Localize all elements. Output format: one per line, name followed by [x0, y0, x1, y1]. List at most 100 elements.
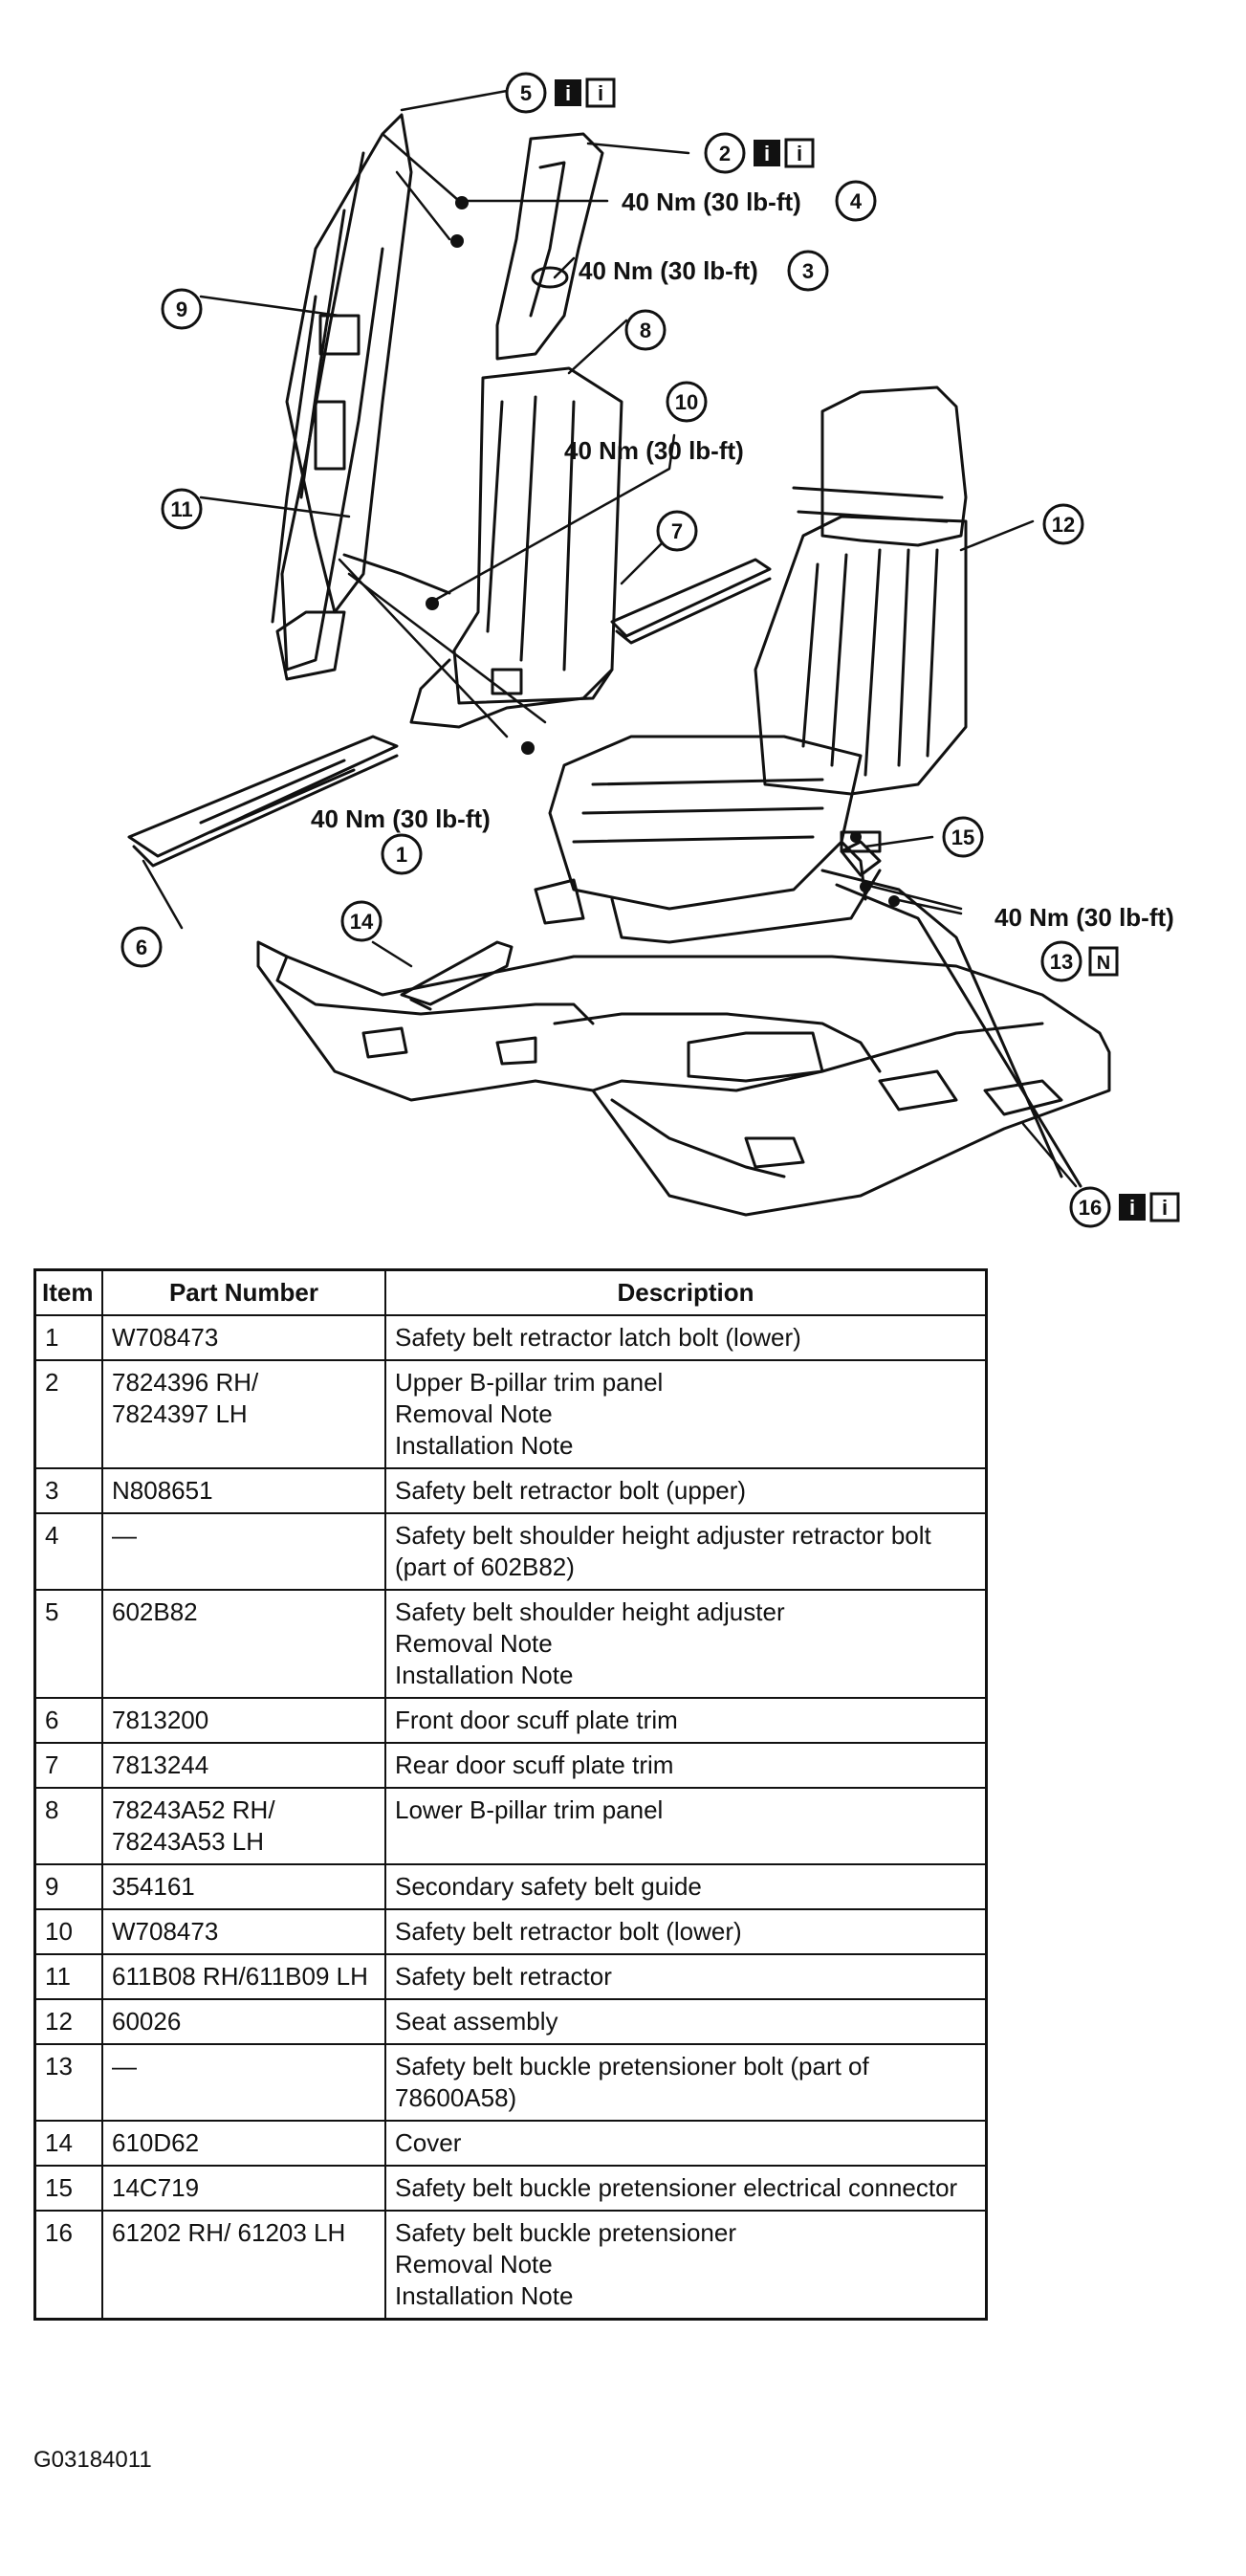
description-cell-line: Safety belt retractor bolt (lower)	[395, 1917, 742, 1946]
part-number-cell: 602B82	[101, 1589, 386, 1699]
callout-10-number: 10	[675, 390, 698, 414]
column-header-description: Description	[384, 1268, 988, 1316]
description-cell: Secondary safety belt guide	[384, 1863, 988, 1910]
part-number-cell: N808651	[101, 1467, 386, 1514]
description-cell-line: Rear door scuff plate trim	[395, 1750, 674, 1779]
description-cell: Seat assembly	[384, 1998, 988, 2045]
part-number-cell: 7813200	[101, 1697, 386, 1744]
callout-8-number: 8	[640, 319, 651, 342]
item-cell: 16	[33, 2210, 103, 2321]
torque-label-10: 40 Nm (30 lb-ft)	[564, 436, 744, 465]
description-cell-line: Lower B-pillar trim panel	[395, 1795, 664, 1824]
part-number-cell: —	[101, 1512, 386, 1591]
part-number-cell-line: W708473	[112, 1917, 219, 1946]
description-cell: Safety belt retractor bolt (lower)	[384, 1908, 988, 1955]
description-cell-line: Safety belt shoulder height adjuster ret…	[395, 1521, 938, 1581]
callout-14-number: 14	[350, 910, 374, 934]
column-header-part-number: Part Number	[101, 1268, 386, 1316]
part-number-cell-line: 354161	[112, 1872, 195, 1901]
table-row: 6 7813200 Front door scuff plate trim	[33, 1697, 988, 1744]
description-cell-line: Removal Note	[395, 1399, 553, 1428]
item-cell: 13	[33, 2043, 103, 2122]
description-cell: Safety belt retractor	[384, 1953, 988, 2000]
lower-b-pillar-trim-panel	[409, 366, 623, 729]
description-cell: Safety belt buckle pretensioner electric…	[384, 2165, 988, 2212]
part-number-cell: 60026	[101, 1998, 386, 2045]
description-cell-line: Safety belt retractor bolt (upper)	[395, 1476, 747, 1505]
part-number-cell: 7824396 RH/7824397 LH	[101, 1359, 386, 1469]
part-number-cell-line: 7813200	[112, 1706, 209, 1734]
callout-16-number: 16	[1079, 1196, 1102, 1220]
part-number-cell-line: 7824397 LH	[112, 1399, 248, 1428]
part-number-cell-line: 78243A53 LH	[112, 1827, 265, 1856]
installation-info-icon: i	[598, 81, 603, 105]
part-number-cell-line: 610D62	[112, 2128, 200, 2157]
description-cell: Lower B-pillar trim panel	[384, 1787, 988, 1865]
note-icon: N	[1097, 953, 1110, 974]
part-number-cell-line: 611B08 RH/611B09 LH	[112, 1962, 368, 1991]
torque-label-4: 40 Nm (30 lb-ft)	[622, 187, 801, 216]
callout-12-number: 12	[1052, 513, 1075, 537]
buckle-pretensioner	[820, 830, 1082, 1188]
callout-4-number: 4	[850, 189, 863, 213]
part-number-cell-line: 60026	[112, 2007, 182, 2036]
info-badges-2: i i	[754, 138, 815, 168]
description-cell: Safety belt retractor latch bolt (lower)	[384, 1314, 988, 1361]
description-cell: Cover	[384, 2120, 988, 2167]
part-number-cell-line: 61202 RH/ 61203 LH	[112, 2218, 346, 2247]
torque-label-13: 40 Nm (30 lb-ft)	[995, 903, 1174, 932]
part-number-cell: W708473	[101, 1314, 386, 1361]
description-cell: Safety belt retractor bolt (upper)	[384, 1467, 988, 1514]
description-cell-line: Safety belt buckle pretensioner electric…	[395, 2173, 958, 2202]
item-cell: 6	[33, 1697, 103, 1744]
description-cell-line: Removal Note	[395, 1629, 553, 1658]
removal-info-icon: i	[764, 142, 770, 165]
note-badge-13: N	[1088, 946, 1119, 977]
torque-label-1: 40 Nm (30 lb-ft)	[311, 804, 491, 833]
part-number-cell-line: —	[112, 2052, 137, 2081]
item-cell: 8	[33, 1787, 103, 1865]
part-number-cell: 611B08 RH/611B09 LH	[101, 1953, 386, 2000]
removal-info-icon: i	[1129, 1196, 1135, 1220]
info-badges-5: i i	[555, 77, 616, 108]
torque-label-3: 40 Nm (30 lb-ft)	[579, 256, 758, 285]
item-cell: 4	[33, 1512, 103, 1591]
description-cell-line: Safety belt retractor	[395, 1962, 612, 1991]
installation-info-icon: i	[797, 142, 802, 165]
description-cell-line: Seat assembly	[395, 2007, 558, 2036]
callout-13-number: 13	[1050, 950, 1073, 974]
part-number-cell: 78243A52 RH/78243A53 LH	[101, 1787, 386, 1865]
table-row: 4—Safety belt shoulder height adjuster r…	[33, 1512, 988, 1591]
table-row: 9 354161 Secondary safety belt guide	[33, 1863, 988, 1910]
part-number-cell-line: 14C719	[112, 2173, 200, 2202]
part-number-cell-line: W708473	[112, 1323, 219, 1352]
item-cell: 9	[33, 1863, 103, 1910]
part-number-cell: 354161	[101, 1863, 386, 1910]
figure-id: G03184011	[33, 2447, 152, 2473]
item-cell: 1	[33, 1314, 103, 1361]
callout-9-number: 9	[176, 297, 187, 321]
part-number-cell: —	[101, 2043, 386, 2122]
description-cell-line: Installation Note	[395, 1661, 574, 1689]
item-cell: 2	[33, 1359, 103, 1469]
description-cell-line: Front door scuff plate trim	[395, 1706, 678, 1734]
callout-7-number: 7	[671, 519, 683, 543]
leader-lines	[142, 89, 1078, 1188]
floor-pan	[256, 940, 1111, 1217]
description-cell: Safety belt shoulder height adjuster ret…	[384, 1512, 988, 1591]
description-cell-line: Safety belt buckle pretensioner bolt (pa…	[395, 2052, 876, 2112]
item-cell: 3	[33, 1467, 103, 1514]
column-header-item: Item	[33, 1268, 103, 1316]
upper-b-pillar-trim-panel	[495, 132, 604, 361]
callout-1-number: 1	[396, 843, 407, 867]
item-cell: 12	[33, 1998, 103, 2045]
